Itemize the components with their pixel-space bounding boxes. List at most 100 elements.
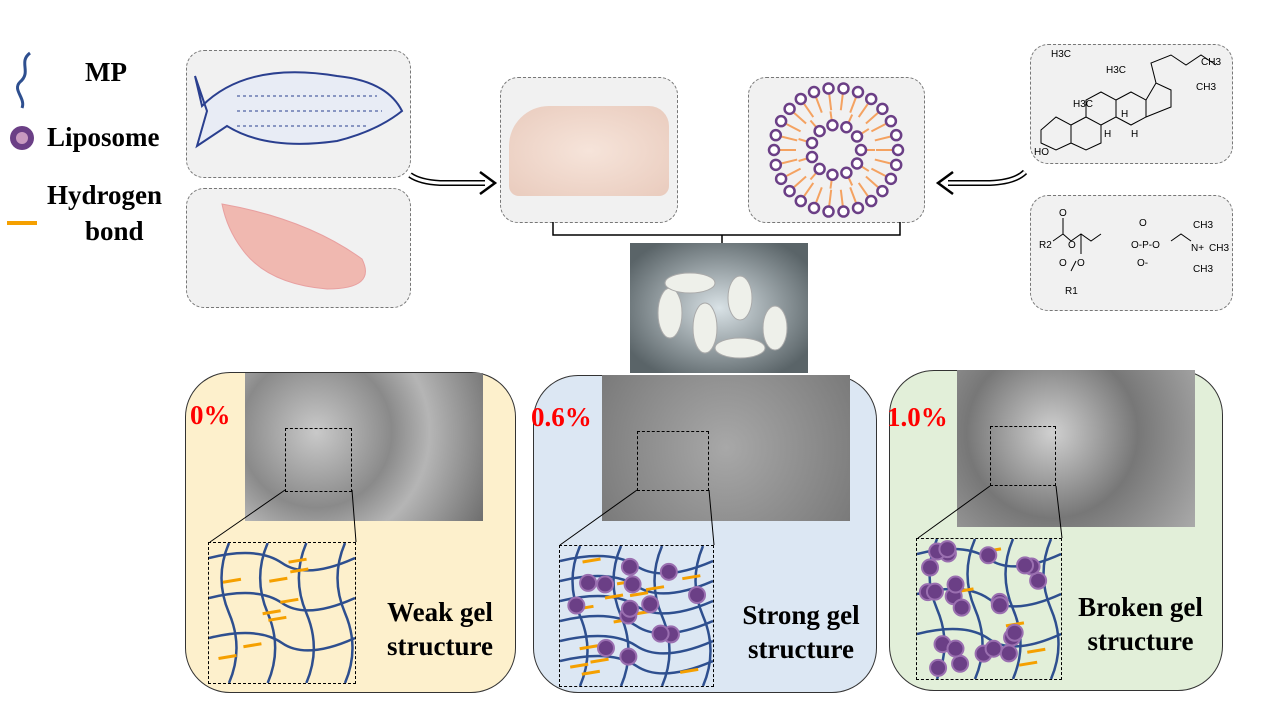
mp-chain [1004, 538, 1022, 680]
lipid-tail [865, 175, 879, 188]
liposome [620, 557, 639, 576]
phosphatidylcholine-box: R2 O O O O R1 O-P-O O O- N+ CH3 CH3 CH3 [1030, 195, 1233, 311]
hydrogen-bond [590, 657, 609, 664]
lipid-head [805, 150, 819, 164]
mp-chain [559, 634, 714, 655]
lipid-tail [874, 158, 891, 165]
lipid-head [854, 143, 868, 157]
fish-fillet-image [221, 203, 366, 290]
lipid-head [826, 168, 839, 181]
legend-liposome: Liposome [47, 122, 160, 152]
cholesterol-structure: H3C CH3 H3C CH3 H3C H H H HO [1034, 49, 1221, 158]
lipid-head [783, 184, 796, 198]
chem-label: H3C [1106, 65, 1126, 76]
lipid-head [864, 194, 878, 208]
zoom-region [990, 426, 1056, 486]
hydrogen-bond [582, 557, 601, 564]
lipid-head [889, 128, 903, 142]
chem-label: H [1104, 129, 1111, 140]
lipid-head [767, 143, 781, 157]
chem-label: N+ [1191, 243, 1204, 254]
legend-hydrogen: Hydrogen [47, 180, 163, 210]
lipid-head [805, 136, 819, 150]
lipid-head [822, 205, 835, 218]
lipid-tail [815, 97, 823, 113]
liposome [1016, 556, 1035, 575]
liposome [641, 595, 660, 614]
lipid-head [774, 172, 788, 186]
liposome [651, 624, 670, 643]
zoom-lines [209, 485, 1063, 546]
lipid-head [884, 172, 898, 186]
mp-chain [559, 614, 714, 635]
hydrogen-bond [288, 557, 307, 564]
mp-chain [208, 551, 356, 572]
lipid-head [889, 158, 903, 172]
sem-image-0 [245, 373, 483, 521]
liposome [929, 658, 948, 677]
lipid-tail [870, 123, 887, 133]
chem-label: O-P-O [1131, 240, 1160, 251]
lipid-tail [857, 182, 869, 197]
chem-label: O [1059, 208, 1067, 219]
sem-image-0-6 [602, 375, 850, 521]
chem-label: H3C [1073, 99, 1093, 110]
lipid-tail [781, 158, 798, 165]
phosphatidylcholine-structure: R2 O O O O R1 O-P-O O O- N+ CH3 CH3 CH3 [1039, 208, 1229, 297]
lipid-head [837, 82, 850, 95]
lipid-tail [865, 112, 879, 125]
lipid-tail [828, 189, 833, 206]
hydrogen-bond [268, 615, 287, 622]
lipid-head [876, 184, 889, 198]
network-inset-broken [916, 538, 1062, 680]
liposome [938, 540, 957, 559]
hydrogen-bond [679, 667, 699, 674]
lipid-head [840, 166, 853, 179]
lipid-head [807, 85, 821, 99]
lipid-tail [870, 167, 887, 177]
lipid-head [769, 128, 783, 142]
fish-fillet-box [186, 188, 411, 308]
lipid-head [794, 92, 808, 106]
liposome [952, 598, 971, 617]
liposome [619, 647, 638, 666]
lipid-tail [874, 135, 891, 142]
liposome-diagram-icon [767, 82, 905, 218]
lipid-head [813, 162, 826, 176]
chem-label: CH3 [1193, 220, 1213, 231]
gel-label-line2: structure [748, 634, 854, 664]
mp-chain [916, 627, 1062, 648]
liposome [946, 575, 965, 594]
hydrogen-bond [1027, 647, 1046, 654]
lipid-tail [849, 97, 857, 113]
lipid-tail [781, 135, 798, 142]
lipid-tail [828, 94, 833, 111]
lipid-head [876, 102, 889, 116]
gel-label-line1: Weak gel [387, 597, 493, 627]
fish-illustration-icon [194, 71, 404, 149]
liposome [921, 558, 940, 577]
liposome [990, 596, 1009, 615]
liposome [688, 585, 707, 604]
legend-bond: bond [85, 216, 144, 246]
lipid-tail [839, 94, 844, 111]
hydrogen-bond [290, 567, 309, 574]
mp-chain [220, 542, 238, 684]
sausage-photo [630, 243, 808, 373]
chem-label: O [1077, 258, 1085, 269]
liposome-box [748, 77, 925, 223]
hydrogen-bond [579, 644, 598, 651]
lipid-tail [815, 187, 823, 203]
liposome [925, 582, 944, 601]
gel-label-line1: Strong gel [742, 600, 860, 630]
mp-legend-icon [16, 51, 32, 109]
liposome [567, 596, 586, 615]
lipid-head [884, 114, 898, 128]
lipid-head [813, 124, 826, 138]
chem-label: R2 [1039, 240, 1052, 251]
gel-label-strong: Strong gel structure [726, 598, 876, 666]
lipid-head [864, 92, 878, 106]
liposome [984, 639, 1003, 658]
liposome [979, 546, 998, 565]
